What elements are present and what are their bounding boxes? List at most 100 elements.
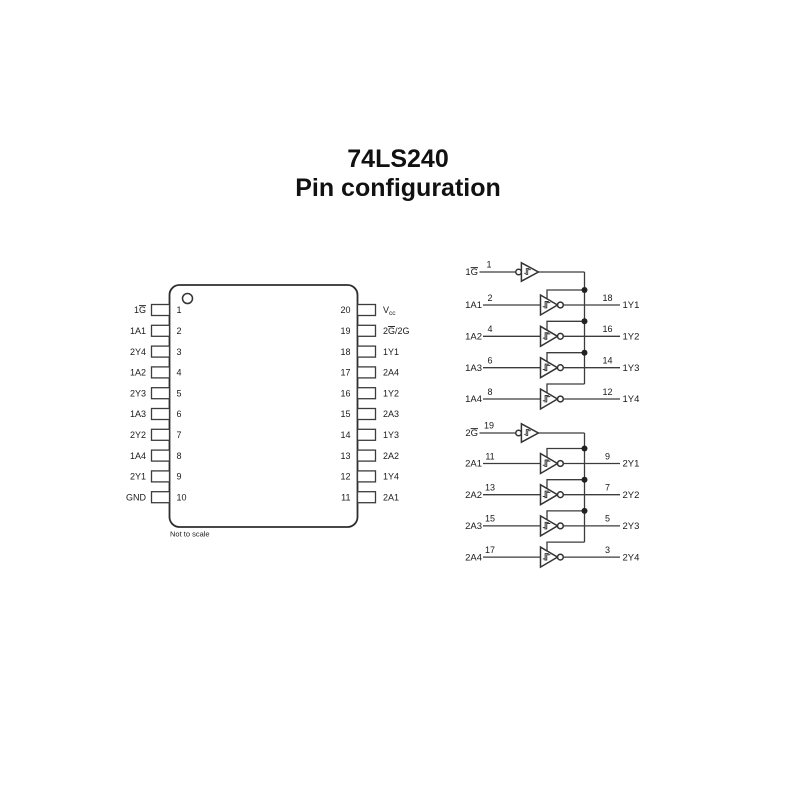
pin-number: 2 [177,326,182,336]
pin-label-pre: 1 [134,305,139,315]
input-pin-number: 6 [487,356,492,366]
output-pin-number: 16 [602,324,612,334]
pin-box [150,345,171,358]
pin-label: 1A3 [130,409,146,419]
pin-box [356,324,377,337]
pin1-indicator-icon [181,292,194,305]
pin-box [150,324,171,337]
input-label: 1A3 [465,363,482,374]
inverter-triangle-icon [539,356,559,380]
pin-label: 2A1 [383,492,399,502]
output-pin-number: 5 [605,514,610,524]
input-label: 2A2 [465,490,482,501]
invert-bubble-icon [556,395,565,403]
pin-number: 12 [340,472,350,482]
pin-number: 8 [177,451,182,461]
pin-box [356,387,377,400]
pin-number: 10 [177,492,187,502]
output-label: 2Y3 [623,521,640,532]
pin-label: 2Y1 [130,472,146,482]
pin-number: 18 [340,347,350,357]
enable-label-over: G [471,267,478,278]
package-pin-left-10: 10 GND [126,491,187,504]
pin-box [150,407,171,421]
buffer-triangle-icon [520,261,540,283]
pin-box [150,303,171,317]
enable-stub-wire [546,320,585,331]
input-pin-number: 11 [485,451,494,461]
enable-stub-wire [546,510,585,521]
output-label: 2Y1 [623,459,640,470]
hysteresis-icon [542,332,551,340]
pin-number: 14 [340,430,350,440]
pin-number: 9 [177,472,182,482]
input-pin-number: 8 [487,387,492,397]
enable-label-pre: 1 [465,267,470,278]
enable-label: 2G [465,428,478,439]
invert-bubble-icon [556,301,565,309]
pin-label-main: V [383,305,389,315]
enable-label-pre: 2 [465,428,470,439]
pin-label: 1G [134,305,146,315]
output-pin-number: 9 [605,451,610,461]
output-pin-number: 14 [602,356,612,366]
dip-package: Not to scale [168,284,359,539]
input-label: 1A2 [465,332,482,343]
pin-number: 19 [340,326,350,336]
pin-label: GND [126,492,147,502]
invert-bubble-icon [556,491,565,499]
invert-bubble-icon [556,459,565,468]
input-pin-number: 13 [485,483,495,493]
enable-label-over: G [471,428,478,439]
pin-box [356,303,377,317]
pin-number: 4 [177,368,182,378]
output-label: 2Y2 [623,490,640,501]
pin-label-over: G [139,305,146,315]
hysteresis-icon [542,521,551,530]
output-pin-number: 12 [602,387,612,397]
pin-label-sub: cc [389,310,396,317]
title-line-1: 74LS240 [347,145,448,173]
hysteresis-icon [542,459,551,467]
pin-box [150,366,171,379]
hysteresis-icon [542,490,551,499]
pin-label: 1Y4 [383,472,399,482]
pin-number: 17 [340,368,350,378]
invert-bubble-icon [556,522,565,530]
invert-bubble-icon [515,429,523,437]
pin-box [356,428,377,441]
invert-bubble-icon [556,553,565,561]
pin-box [356,491,377,504]
output-pin-number: 7 [605,483,610,493]
input-pin-number: 4 [487,324,492,334]
pin-label: 2Y2 [130,430,146,440]
input-pin-number: 15 [485,514,495,524]
inverter-triangle-icon [539,387,559,411]
pin-box [356,449,377,462]
pin-box [150,387,171,400]
invert-bubble-icon [515,268,523,276]
package-pin-left-9: 9 2Y1 [130,470,182,483]
hysteresis-icon [542,553,551,561]
pin-number: 13 [340,451,350,461]
inverter-triangle-icon [539,483,559,507]
package-pin-left-1: 11G [134,303,182,317]
inverter-triangle-icon [539,514,559,538]
pin-number: 3 [177,347,182,357]
